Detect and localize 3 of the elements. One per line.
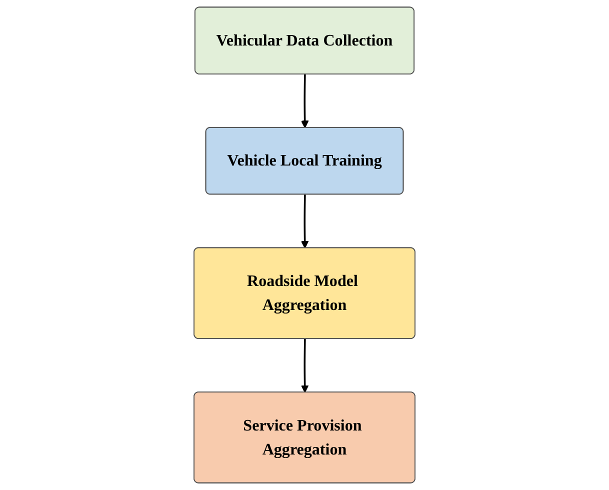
arrow [300, 194, 309, 248]
arrow [300, 74, 309, 128]
arrow [300, 338, 309, 393]
